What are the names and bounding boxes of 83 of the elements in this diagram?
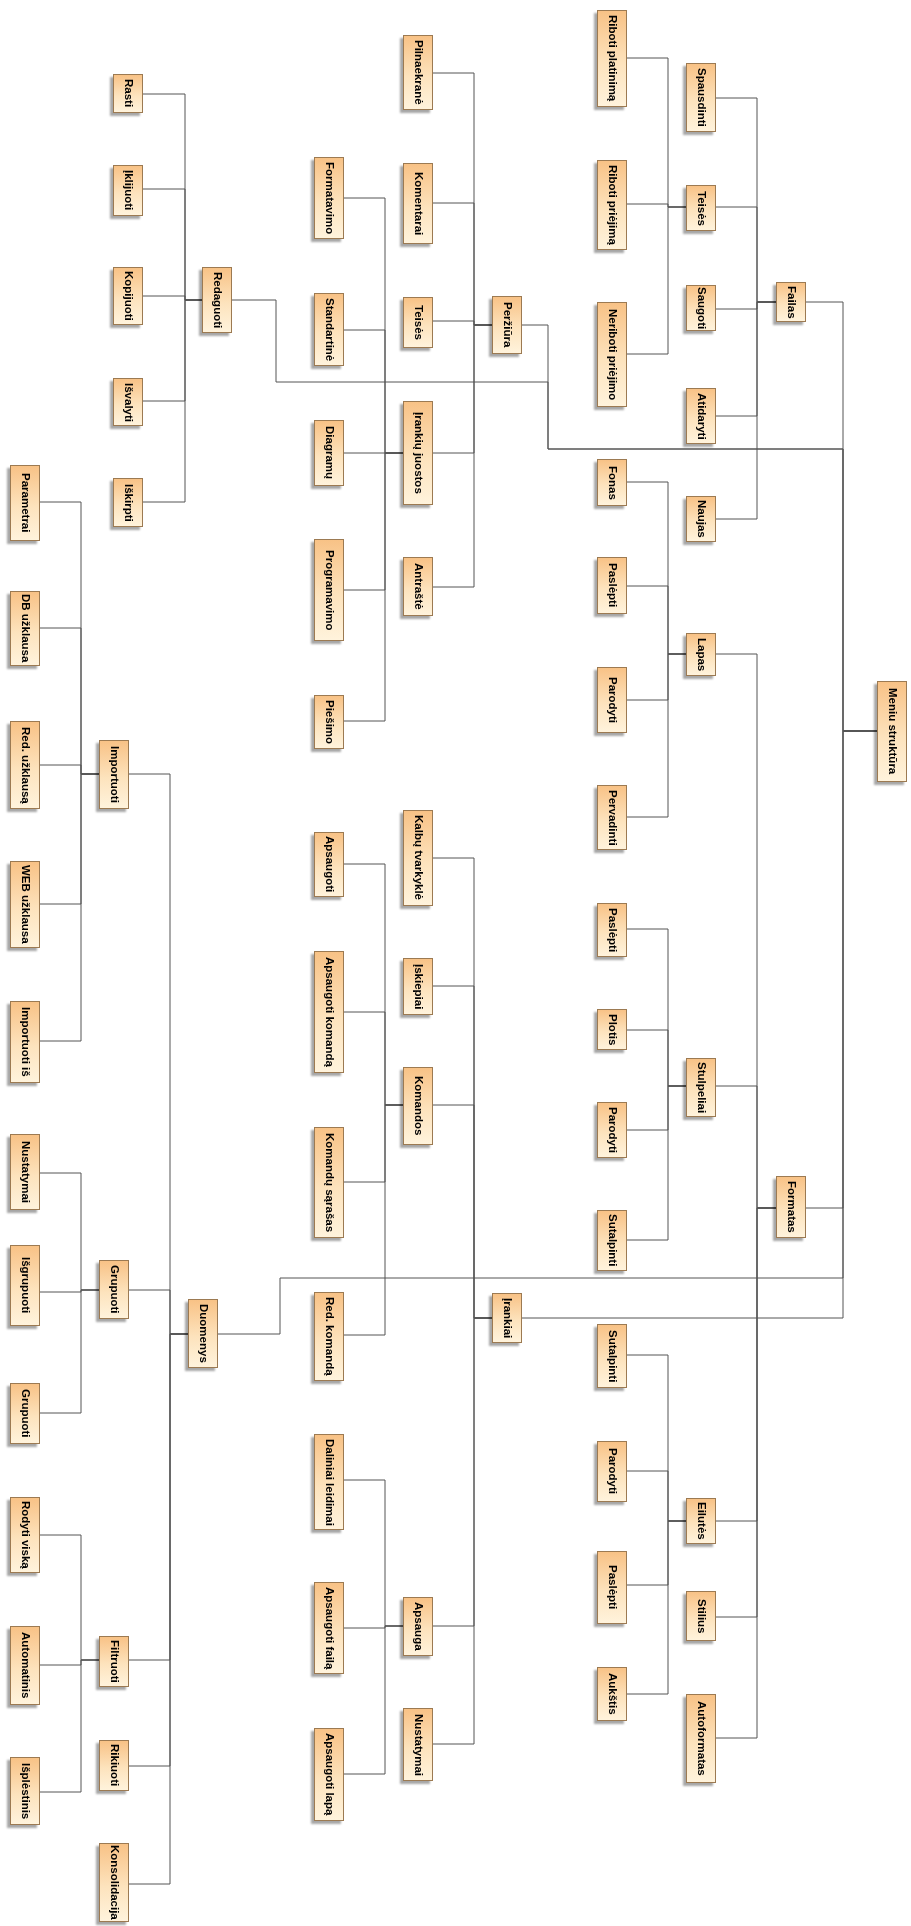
menu-item-box: Nustatymai <box>403 1708 433 1781</box>
connector-line <box>39 1289 100 1414</box>
menu-item-box: Pilnaekranė <box>403 35 433 110</box>
connector-line <box>343 1625 404 1775</box>
menu-item-box: Filtruoti <box>99 1636 129 1687</box>
connector-line <box>626 653 687 818</box>
menu-item-box: Sutalpinti <box>597 1324 627 1388</box>
connector-line <box>626 1520 687 1695</box>
menu-item-box: Įskiepiai <box>403 958 433 1015</box>
menu-item-box: Apsaugoti <box>314 832 344 897</box>
menu-item-box: Parodyti <box>597 1441 627 1502</box>
menu-item-box: Importuoti <box>99 740 129 809</box>
menu-item-box: Red. užklausą <box>10 721 40 809</box>
menu-item-box: Fonas <box>597 459 627 506</box>
menu-item-box: Aukštis <box>597 1667 627 1721</box>
menu-item-box: Parodyti <box>597 667 627 733</box>
menu-item-box: Spausdinti <box>686 63 716 132</box>
menu-item-box: Rikiuoti <box>99 1740 129 1791</box>
menu-item-box: Teisės <box>686 185 716 231</box>
menu-item-box: Konsolidacija <box>99 1843 129 1922</box>
menu-item-box: Išvalyti <box>113 378 143 426</box>
menu-item-box: Sutalpinti <box>597 1210 627 1271</box>
menu-item-box: Išgrupuoti <box>10 1245 40 1326</box>
connector-line <box>343 1104 404 1336</box>
menu-item-box: Formatas <box>776 1176 806 1238</box>
menu-item-box: Saugoti <box>686 285 716 331</box>
menu-item-box: Automatinis <box>10 1626 40 1705</box>
menu-item-box: Išplėstinis <box>10 1757 40 1825</box>
menu-item-box: Importuoti iš <box>10 1001 40 1083</box>
menu-item-box: Redaguoti <box>202 267 232 333</box>
menu-item-box: Komentarai <box>403 163 433 244</box>
menu-item-box: Meniu struktūra <box>877 681 907 782</box>
menu-item-box: Plotis <box>597 1009 627 1050</box>
menu-item-box: Paslėpti <box>597 903 627 957</box>
menu-item-box: Duomenys <box>188 1299 218 1368</box>
menu-item-box: Apsauga <box>403 1597 433 1656</box>
menu-item-box: Iškirpti <box>113 478 143 527</box>
menu-item-box: Kopijuoti <box>113 267 143 325</box>
menu-item-box: Kalbų tvarkyklė <box>403 810 433 906</box>
menu-item-box: Antraštė <box>403 557 433 616</box>
menu-item-box: Stilius <box>686 1591 716 1641</box>
menu-item-box: Teisės <box>403 297 433 348</box>
menu-item-box: Riboti platinimą <box>597 10 627 107</box>
menu-item-box: Nustatymai <box>10 1134 40 1210</box>
menu-item-box: WEB užklausa <box>10 861 40 948</box>
connector-line <box>626 206 687 355</box>
menu-item-box: Įklijuoti <box>113 165 143 216</box>
menu-item-box: Paslėpti <box>597 557 627 614</box>
menu-item-box: Komandų sąrašas <box>314 1127 344 1238</box>
menu-item-box: Įrankiai <box>492 1293 522 1343</box>
menu-item-box: Apsaugoti lapą <box>314 1728 344 1821</box>
menu-item-box: Riboti priėjimą <box>597 160 627 250</box>
menu-item-box: Neriboti priėjimo <box>597 302 627 407</box>
menu-item-box: Peržiūra <box>492 296 522 354</box>
menu-item-box: Rodyti viską <box>10 1497 40 1573</box>
menu-item-box: Parodyti <box>597 1102 627 1158</box>
menu-item-box: Failas <box>776 282 806 322</box>
menu-item-box: Daliniai leidimai <box>314 1434 344 1530</box>
menu-item-box: Įrankių juostos <box>403 401 433 505</box>
menu-item-box: Lapas <box>686 633 716 676</box>
menu-item-box: Autoformatas <box>686 1694 716 1783</box>
menu-item-box: Parametrai <box>10 465 40 541</box>
menu-item-box: Eilutės <box>686 1498 716 1544</box>
menu-item-box: Apsaugoti komandą <box>314 951 344 1073</box>
menu-item-box: Paslėpti <box>597 1551 627 1624</box>
menu-item-box: Grupuoti <box>99 1260 129 1319</box>
menu-item-box: Pervadinti <box>597 785 627 850</box>
menu-item-box: Rasti <box>113 74 143 113</box>
menu-item-box: Komandos <box>403 1067 433 1145</box>
menu-item-box: Piešimo <box>314 695 344 749</box>
menu-item-box: Grupuoti <box>10 1383 40 1444</box>
menu-item-box: Formatavimo <box>314 157 344 239</box>
connector-line <box>39 1659 100 1793</box>
menu-item-box: Diagramų <box>314 420 344 486</box>
menu-item-box: Programavimo <box>314 539 344 641</box>
menu-item-box: Atidaryti <box>686 388 716 444</box>
menu-item-box: Naujas <box>686 496 716 542</box>
connector-line <box>626 1085 687 1241</box>
menu-item-box: Stulpeliai <box>686 1058 716 1117</box>
menu-item-box: DB užklausa <box>10 591 40 666</box>
menu-item-box: Red. komandą <box>314 1292 344 1381</box>
menu-item-box: Standartinė <box>314 293 344 366</box>
menu-item-box: Apsaugoti failą <box>314 1582 344 1674</box>
